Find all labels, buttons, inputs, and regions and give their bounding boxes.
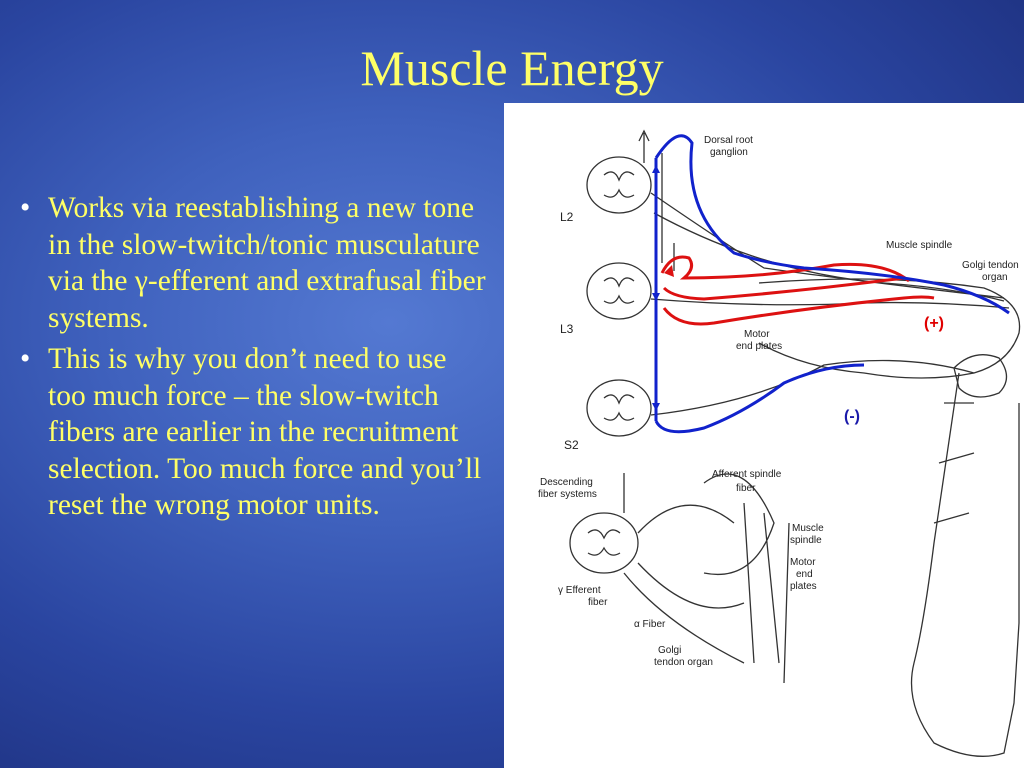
bullet-item: • Works via reestablishing a new tone in …: [20, 190, 490, 336]
label-gamma-efferent-fiber: γ Efferent: [558, 585, 601, 596]
arrow-head-blue-3: [652, 403, 660, 411]
bullet-icon: •: [20, 343, 31, 375]
plus-sign: (+): [924, 315, 944, 332]
label-afferent-spindle-fiber-2: fiber: [736, 483, 756, 494]
thigh-outline: [758, 278, 1021, 379]
label-golgi-tendon-organ-lower: Golgi: [658, 645, 681, 656]
label-motor-end-plates-lower: Motor: [790, 557, 816, 568]
spinal-section-l2: [586, 156, 652, 214]
label-level-l3: L3: [560, 322, 574, 336]
bullet-item: • This is why you don’t need to use too m…: [20, 341, 490, 524]
arrow-head-blue-2: [652, 293, 660, 301]
label-dorsal-root-ganglion-2: ganglion: [710, 147, 748, 158]
slide-title: Muscle Energy: [360, 40, 664, 96]
label-golgi-tendon-organ-2: organ: [982, 272, 1008, 283]
arrow-head-blue-1: [652, 165, 660, 173]
label-descending-fiber-systems: Descending: [540, 477, 593, 488]
bullet-text: This is why you don’t need to use too mu…: [48, 343, 482, 521]
label-muscle-spindle-lower: Muscle: [792, 523, 824, 534]
bullet-icon: •: [20, 192, 31, 224]
knee-bone: [953, 354, 1008, 398]
bullet-list: • Works via reestablishing a new tone in …: [20, 190, 490, 529]
spinal-section-lower: [569, 512, 639, 574]
label-motor-end-plates: Motor: [744, 329, 770, 340]
label-afferent-spindle-fiber: Afferent spindle: [712, 469, 782, 480]
label-motor-end-plates-lower-3: plates: [790, 581, 817, 592]
label-gamma-efferent-fiber-2: fiber: [588, 597, 608, 608]
label-muscle-spindle-lower-2: spindle: [790, 535, 822, 546]
label-motor-end-plates-lower-2: end: [796, 569, 813, 580]
positive-pathway: [660, 255, 935, 326]
muscle-fibers-lower: [703, 473, 790, 684]
reflex-diagram: Dorsal root ganglion Muscle spindle Golg…: [504, 103, 1024, 768]
label-alpha-fiber: α Fiber: [634, 619, 666, 630]
label-golgi-tendon-organ-lower-2: tendon organ: [654, 657, 713, 668]
spinal-section-l3: [586, 262, 652, 320]
bullet-text: Works via reestablishing a new tone in t…: [48, 192, 486, 334]
label-muscle-spindle: Muscle spindle: [886, 240, 953, 251]
spinal-section-s2: [586, 379, 652, 437]
arrow-head-red: [664, 265, 674, 277]
label-motor-end-plates-2: end plates: [736, 341, 782, 352]
negative-pathway: [654, 134, 1010, 434]
label-golgi-tendon-organ: Golgi tendon: [962, 260, 1019, 271]
lower-leg-outline: [910, 372, 1020, 757]
reflex-diagram-svg: Dorsal root ganglion Muscle spindle Golg…: [538, 129, 1021, 757]
label-descending-fiber-systems-2: fiber systems: [538, 489, 597, 500]
label-level-l2: L2: [560, 210, 574, 224]
label-level-s2: S2: [564, 438, 579, 452]
label-dorsal-root-ganglion: Dorsal root: [704, 135, 753, 146]
minus-sign: (-): [844, 408, 860, 425]
